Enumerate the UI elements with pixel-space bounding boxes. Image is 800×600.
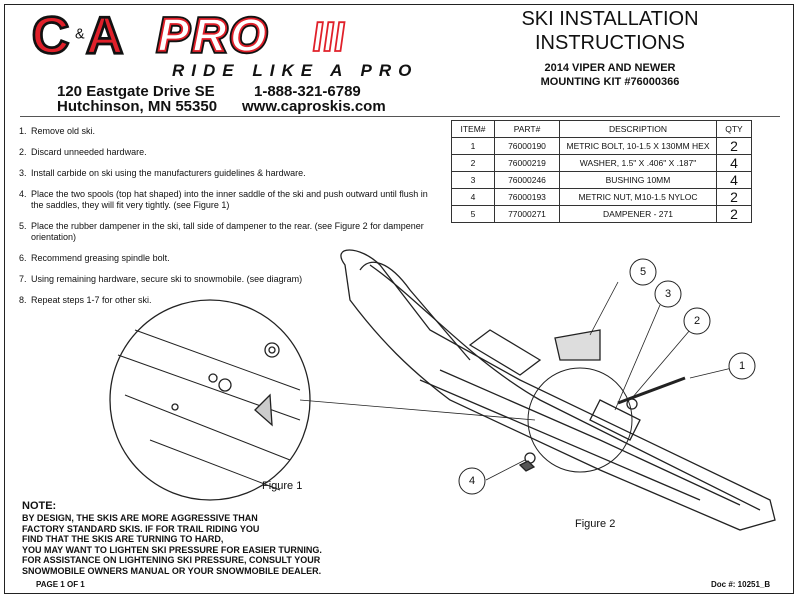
- address: 120 Eastgate Drive SE Hutchinson, MN 553…: [57, 84, 217, 114]
- doc-number: Doc #: 10251_B: [711, 580, 771, 589]
- callout-2: [683, 307, 711, 335]
- callout-5: [629, 258, 657, 286]
- figure-2-label: Figure 2: [575, 518, 616, 530]
- address-line1: 120 Eastgate Drive SE: [57, 83, 215, 100]
- note-line: FOR ASSISTANCE ON LIGHTENING SKI PRESSUR…: [22, 555, 321, 565]
- cell: 2: [716, 188, 752, 206]
- callout-1: [728, 352, 756, 380]
- cell: DAMPENER - 271: [559, 205, 717, 223]
- note-heading: NOTE:: [22, 500, 57, 512]
- note-line: YOU MAY WANT TO LIGHTEN SKI PRESSURE FOR…: [22, 544, 322, 555]
- contact: 1-888-321-6789 www.caproskis.com: [242, 84, 386, 114]
- svg-text:&: &: [75, 26, 85, 42]
- cell: 2: [716, 205, 752, 223]
- step: Discard unneeded hardware.: [29, 147, 429, 158]
- step: Using remaining hardware, secure ski to …: [29, 274, 429, 285]
- svg-text:PRO: PRO: [158, 9, 270, 60]
- callout-label: 2: [694, 315, 701, 327]
- note-line: SNOWMOBILE OWNERS MANUAL OR YOUR SNOWMOB…: [22, 565, 322, 576]
- note-line: FIND THAT THE SKIS ARE TURNING TO HARD,: [22, 534, 224, 544]
- address-line2: Hutchinson, MN 55350: [57, 98, 218, 115]
- callout-label: 3: [665, 288, 672, 300]
- phone: 1-888-321-6789: [254, 83, 361, 100]
- tagline: RIDE LIKE A PRO: [172, 61, 419, 80]
- note-line: BY DESIGN, THE SKIS ARE MORE AGGRESSIVE …: [22, 513, 258, 523]
- cell: 77000271: [494, 205, 560, 223]
- step: Recommend greasing spindle bolt.: [29, 253, 429, 264]
- header-divider: [20, 116, 780, 117]
- step: Repeat steps 1-7 for other ski.: [29, 295, 429, 306]
- subtitle-line2: MOUNTING KIT #76000366: [540, 76, 680, 88]
- svg-text:A: A: [86, 7, 124, 60]
- step: Place the rubber dampener in the ski, ta…: [29, 221, 429, 243]
- note-block: NOTE: BY DESIGN, THE SKIS ARE MORE AGGRE…: [22, 500, 322, 576]
- kit-subtitle: 2014 VIPER AND NEWER MOUNTING KIT #76000…: [470, 61, 750, 89]
- figure-1-label: Figure 1: [262, 480, 303, 492]
- svg-text:C: C: [32, 7, 69, 60]
- steps-list: Remove old ski. Discard unneeded hardwar…: [14, 126, 429, 316]
- svg-text:PRO: PRO: [158, 9, 270, 60]
- subtitle-line1: 2014 VIPER AND NEWER: [544, 62, 676, 74]
- page-frame: [4, 4, 794, 594]
- capro-logo: C & A PRO PRO: [30, 6, 346, 60]
- step: Place the two spools (top hat shaped) in…: [29, 189, 429, 211]
- step: Remove old ski.: [29, 126, 429, 137]
- note-line: FACTORY STANDARD SKIS. IF FOR TRAIL RIDI…: [22, 523, 260, 534]
- title-line1: SKI INSTALLATION: [521, 8, 699, 30]
- step: Install carbide on ski using the manufac…: [29, 168, 429, 179]
- page-number: PAGE 1 OF 1: [36, 580, 85, 589]
- callout-label: 5: [640, 266, 647, 278]
- website: www.caproskis.com: [242, 98, 386, 115]
- page-title: SKI INSTALLATION INSTRUCTIONS: [470, 7, 750, 55]
- callout-3: [654, 280, 682, 308]
- table-header: ITEM# PART# DESCRIPTION QTY: [451, 120, 752, 138]
- title-line2: INSTRUCTIONS: [535, 32, 685, 54]
- callout-4: [458, 467, 486, 495]
- callout-label: 1: [739, 360, 746, 372]
- callout-label: 4: [469, 475, 476, 487]
